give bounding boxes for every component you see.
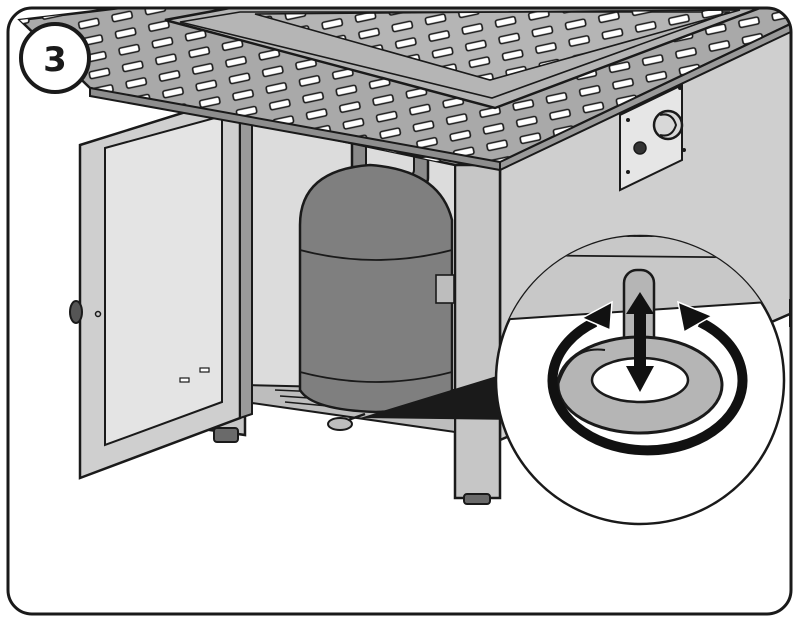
rotate-arrows-icon bbox=[547, 317, 748, 456]
illustration-frame bbox=[6, 6, 793, 616]
scene bbox=[17, 8, 791, 526]
push-pull-arrow-icon bbox=[626, 292, 654, 392]
table-foot-right bbox=[463, 493, 491, 505]
rotate-arrow-head-right bbox=[676, 300, 714, 334]
ignition-knob-icon bbox=[652, 109, 684, 141]
tank-body bbox=[298, 163, 454, 414]
rotate-arrow-head-left bbox=[580, 300, 613, 332]
callout-wedge bbox=[360, 372, 520, 420]
step-number: 3 bbox=[43, 40, 67, 80]
cabinet-door bbox=[69, 93, 253, 480]
table-leg-right bbox=[453, 163, 502, 500]
zoom-detail bbox=[494, 234, 786, 526]
tank-label bbox=[435, 274, 455, 304]
control-panel bbox=[619, 83, 686, 192]
step-number-badge: 3 bbox=[19, 22, 91, 94]
door-knob bbox=[69, 300, 83, 324]
table-foot-left bbox=[213, 427, 239, 443]
